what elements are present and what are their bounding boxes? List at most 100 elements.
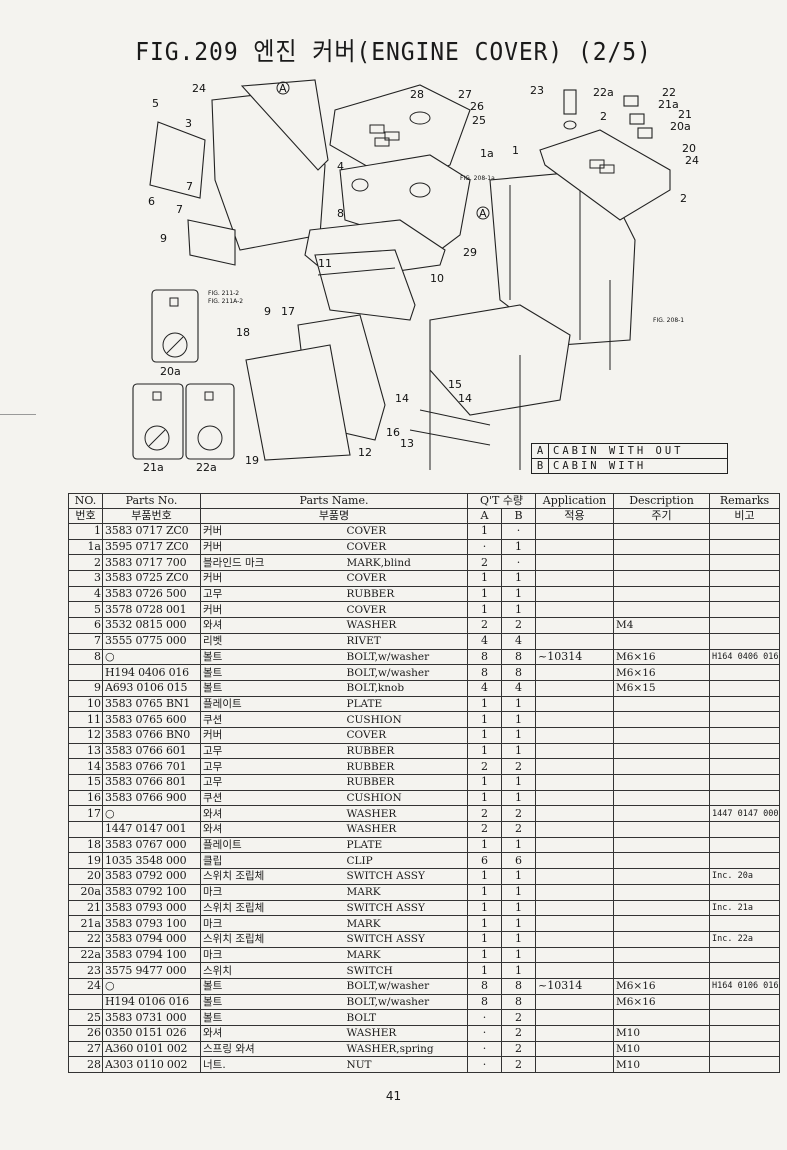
row-description (613, 930, 710, 948)
circled-marker (276, 81, 290, 95)
row-number: 26 (68, 1025, 103, 1042)
row-application (535, 664, 614, 681)
row-description (613, 821, 710, 838)
row-part-no: 3583 0792 000 (102, 868, 201, 885)
slot (384, 131, 400, 141)
callout-label: 14 (458, 392, 472, 405)
row-name-ko: 볼트 (200, 679, 345, 697)
row-description (613, 774, 710, 791)
header-part-no-ko: 부품번호 (102, 508, 201, 524)
part-21-switch-assy (629, 113, 645, 125)
row-application (535, 805, 614, 823)
row-description (613, 742, 710, 760)
page-number: 41 (385, 1089, 402, 1103)
row-qty-b: 8 (501, 664, 536, 681)
row-application (535, 726, 614, 744)
row-application (535, 789, 614, 807)
row-description (613, 554, 710, 572)
row-description (613, 915, 710, 932)
row-name-en: COVER (344, 523, 468, 540)
row-qty-a: 2 (467, 821, 502, 838)
row-qty-a: 2 (467, 617, 502, 634)
header-description-ko: 주기 (613, 508, 710, 524)
row-application (535, 538, 614, 556)
row-part-no: 1035 3548 000 (102, 852, 201, 870)
row-description (613, 868, 710, 885)
callout-label: 12 (358, 446, 372, 459)
row-qty-b: · (501, 523, 536, 540)
part-22-switch-assy (623, 95, 639, 107)
row-remarks (709, 523, 780, 540)
row-application (535, 758, 614, 775)
row-remarks (709, 1009, 780, 1026)
row-name-ko: 스프링 와셔 (200, 1040, 345, 1058)
row-name-ko: 마크 (200, 946, 345, 964)
part-1-cover (539, 129, 671, 221)
row-qty-a: 1 (467, 711, 502, 728)
row-application (535, 554, 614, 572)
header-name: Parts Name. (200, 493, 468, 509)
row-number: 12 (68, 726, 103, 744)
row-part-no: 3532 0815 000 (102, 617, 201, 634)
row-qty-b: 8 (501, 977, 536, 995)
part-10-plate (314, 249, 416, 321)
row-name-en: BOLT,w/washer (344, 664, 468, 681)
row-description (613, 523, 710, 540)
row-qty-a: · (467, 1040, 502, 1058)
row-description: M6×16 (613, 993, 710, 1011)
header-application: Application (535, 493, 614, 509)
row-remarks (709, 695, 780, 713)
row-number: 17 (68, 805, 103, 823)
row-qty-a: 1 (467, 883, 502, 901)
row-qty-a: · (467, 1025, 502, 1042)
row-part-no: 0350 0151 026 (102, 1025, 201, 1042)
row-number: 15 (68, 774, 103, 791)
part-20-switch-assy (637, 127, 653, 139)
row-number: 20a (68, 883, 103, 901)
row-application (535, 821, 614, 838)
row-number: 5 (68, 601, 103, 619)
row-remarks (709, 883, 780, 901)
row-application (535, 1009, 614, 1026)
row-description (613, 899, 710, 917)
row-number: 16 (68, 789, 103, 807)
row-name-ko: 쿠션 (200, 711, 345, 728)
row-part-no: ○ (102, 977, 201, 995)
callout-ref: FIG. 208-1a (460, 175, 495, 182)
row-qty-a: · (467, 1009, 502, 1026)
row-description: M10 (613, 1025, 710, 1042)
row-remarks: 1447 0147 000 (709, 805, 780, 823)
row-part-no: 3583 0766 BN0 (102, 726, 201, 744)
row-name-en: COVER (344, 538, 468, 556)
callout-label: 7 (186, 180, 193, 193)
header-qty: Q'T 수량 (467, 493, 536, 509)
row-number: 14 (68, 758, 103, 775)
row-number: 9 (68, 679, 103, 697)
row-number: 22a (68, 946, 103, 964)
row-description: M6×16 (613, 664, 710, 681)
row-qty-b: 1 (501, 899, 536, 917)
row-part-no: 3583 0726 500 (102, 585, 201, 603)
row-qty-b: 1 (501, 836, 536, 854)
row-qty-b: 1 (501, 742, 536, 760)
row-description (613, 852, 710, 870)
callout-label: 20 (682, 142, 696, 155)
row-name-ko: 볼트 (200, 977, 345, 995)
row-application (535, 742, 614, 760)
row-qty-a: 6 (467, 852, 502, 870)
page-title: FIG.209 엔진 커버(ENGINE COVER) (2/5) (135, 37, 652, 66)
row-description: M4 (613, 617, 710, 634)
row-part-no: 3583 0792 100 (102, 883, 201, 901)
row-qty-a: 1 (467, 601, 502, 619)
row-remarks (709, 554, 780, 572)
row-name-en: CUSHION (344, 789, 468, 807)
row-name-en: SWITCH ASSY (344, 868, 468, 885)
callout-label: 1 (512, 144, 519, 157)
row-name-en: CLIP (344, 852, 468, 870)
row-part-no: 3578 0728 001 (102, 601, 201, 619)
row-remarks (709, 679, 780, 697)
